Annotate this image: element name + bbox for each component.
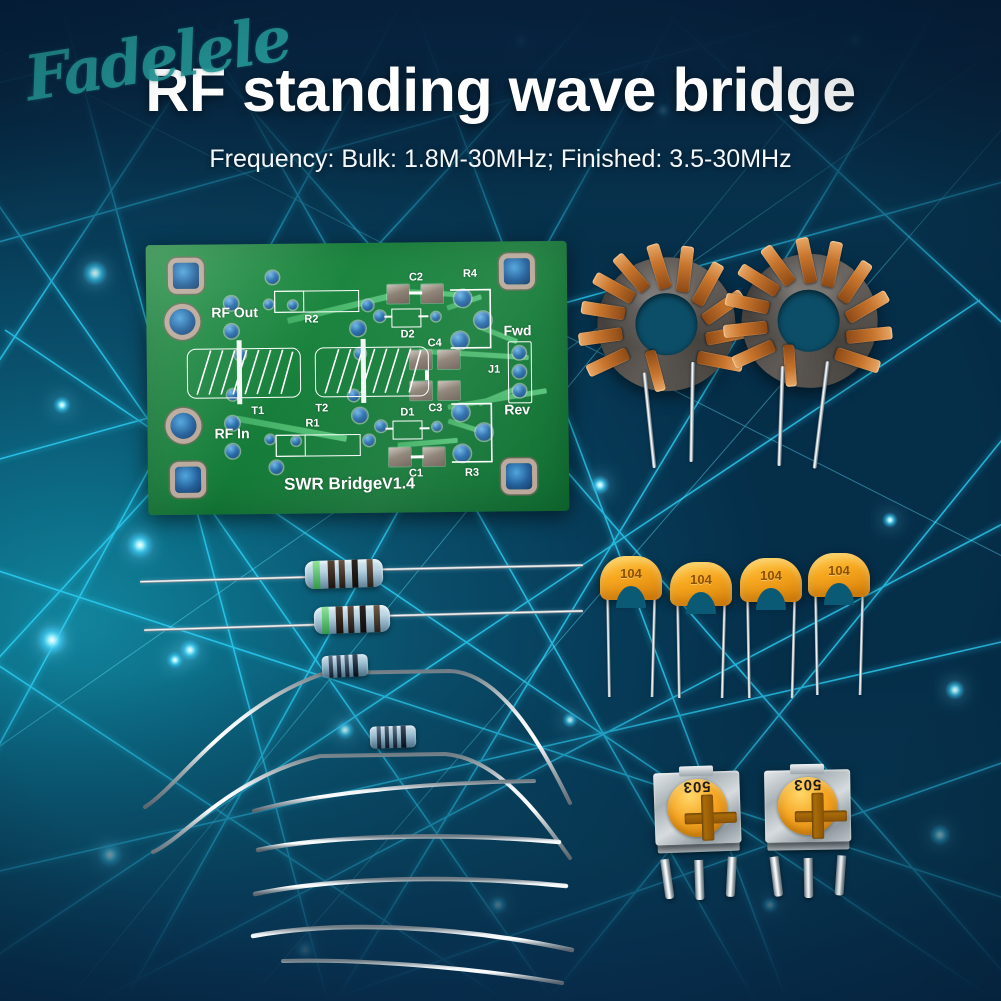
diode-body bbox=[321, 653, 369, 679]
bare-jumper-wire bbox=[281, 958, 564, 985]
capacitor-marking: 104 bbox=[828, 563, 850, 578]
trimmer-pin bbox=[694, 859, 705, 901]
trimmer-tab bbox=[789, 763, 825, 775]
page-title: RF standing wave bridge bbox=[145, 56, 856, 124]
trimmer-marking: 503 bbox=[682, 777, 711, 796]
trimmer-pin bbox=[803, 857, 814, 899]
bare-jumper-wire bbox=[255, 834, 562, 853]
resistor-band bbox=[312, 560, 321, 590]
toroid-lead bbox=[777, 366, 785, 467]
axial-diode bbox=[321, 653, 370, 680]
resistor-lead bbox=[377, 563, 584, 572]
diode-band bbox=[344, 654, 350, 678]
diode-band bbox=[400, 725, 407, 748]
diode-band bbox=[352, 654, 359, 677]
capacitor-marking: 104 bbox=[620, 566, 642, 581]
trimmer-marking: 503 bbox=[793, 775, 822, 794]
capacitor-lead bbox=[650, 591, 657, 698]
axial-resistor bbox=[139, 556, 584, 596]
capacitor-lead bbox=[746, 593, 751, 699]
resistor-band bbox=[373, 605, 381, 633]
diode-band bbox=[392, 725, 398, 749]
diode-band bbox=[384, 726, 390, 749]
resistor-body bbox=[313, 604, 391, 635]
toroid-lead bbox=[689, 361, 695, 463]
bare-jumper-wire bbox=[250, 924, 575, 953]
pcb-gloss-overlay bbox=[145, 240, 570, 516]
resistor-lead bbox=[143, 623, 323, 632]
ceramic-capacitor: 104 bbox=[740, 558, 802, 699]
ceramic-capacitor: 104 bbox=[670, 562, 732, 702]
toroid-inductor bbox=[721, 236, 898, 504]
trimmer-potentiometer: 503 bbox=[764, 763, 852, 899]
capacitor-marking: 104 bbox=[760, 568, 782, 583]
resistor-lead bbox=[386, 609, 584, 618]
resistor-band bbox=[327, 560, 336, 589]
capacitor-lead bbox=[790, 593, 797, 699]
capacitor-marking: 104 bbox=[690, 572, 712, 587]
diode-band bbox=[336, 655, 342, 678]
axial-diode bbox=[369, 725, 419, 751]
resistor-band bbox=[338, 559, 346, 589]
pcb-board: RF Out RF In T1 T2 R1 R2 R3 R4 C1 C2 C3 … bbox=[145, 240, 570, 516]
trimmer-slot-vertical bbox=[811, 792, 825, 839]
trimmer-tab bbox=[678, 765, 714, 777]
resistor-band bbox=[321, 606, 330, 635]
trimmer-slot-vertical bbox=[700, 794, 715, 841]
ceramic-capacitor: 104 bbox=[808, 553, 870, 696]
resistor-band bbox=[351, 559, 359, 588]
capacitor-lead bbox=[720, 597, 727, 699]
resistor-lead bbox=[139, 575, 313, 584]
resistor-band bbox=[359, 605, 367, 633]
capacitor-lead bbox=[676, 597, 681, 699]
diode-band bbox=[376, 726, 382, 749]
bare-jumper-wire bbox=[252, 876, 569, 897]
diode-body bbox=[369, 725, 417, 749]
resistor-body bbox=[304, 558, 384, 590]
trimmer-potentiometer: 503 bbox=[653, 765, 743, 901]
resistor-band bbox=[335, 606, 344, 634]
axial-resistor bbox=[143, 600, 584, 640]
bare-jumper-wire bbox=[252, 779, 536, 813]
resistor-band bbox=[347, 605, 355, 634]
capacitor-lead bbox=[858, 588, 865, 696]
diode-band bbox=[328, 655, 334, 678]
frequency-subtitle: Frequency: Bulk: 1.8M-30MHz; Finished: 3… bbox=[209, 145, 792, 173]
resistor-band bbox=[366, 558, 374, 588]
capacitor-lead bbox=[814, 588, 819, 696]
